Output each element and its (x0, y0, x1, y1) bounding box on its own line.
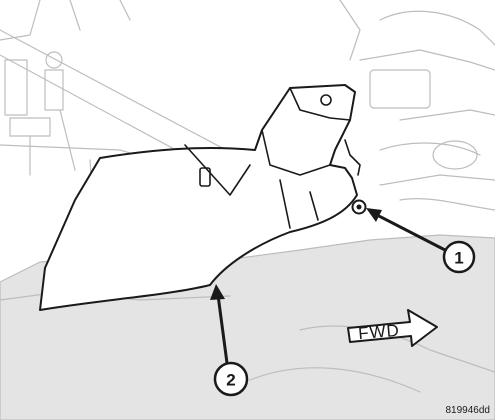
wire-run (29, 109, 76, 176)
sensor-cap (45, 51, 63, 69)
callout-2-leader (216, 294, 229, 364)
fwd-arrow: FWD (347, 309, 438, 347)
callout-2-label: 2 (226, 371, 235, 390)
duct-mount-hole (320, 94, 332, 106)
left-bracket (4, 59, 28, 116)
duct-top-lip (289, 87, 351, 121)
air-box-top (379, 10, 495, 46)
duct-inner-contour (261, 129, 331, 176)
air-duct-assembly (39, 84, 367, 311)
rail-supports (69, 0, 131, 31)
hose-lines (379, 109, 495, 156)
callout-1: 1 (366, 208, 476, 274)
callout-1-leader (372, 211, 446, 252)
mount-bracket (344, 139, 361, 176)
frame-rail-upper (0, 29, 261, 169)
fastener-screw-head (356, 204, 362, 210)
duct-rib (279, 179, 291, 229)
harness-line-2 (399, 198, 495, 211)
air-duct (39, 84, 358, 311)
callout-1-label: 1 (454, 249, 463, 268)
harness-line (379, 174, 495, 186)
air-box-edge (359, 49, 495, 71)
callout-1-arrowhead (366, 208, 382, 222)
callout-2-circle (213, 361, 249, 397)
figure-id: 819946dd (446, 405, 491, 416)
duct-seam (184, 144, 251, 196)
duct-rib-2 (309, 191, 319, 221)
callout-2: 2 (210, 284, 249, 397)
fwd-label: FWD (357, 321, 400, 344)
upper-left-strut (0, 0, 41, 41)
sensor-body (44, 69, 64, 111)
module-box (369, 69, 431, 109)
connector-block (9, 117, 51, 137)
callout-1-circle (442, 240, 476, 274)
lower-crease (249, 367, 421, 393)
hose-clamp (432, 140, 478, 170)
upper-bracket (339, 0, 361, 61)
callout-2-arrowhead (210, 284, 225, 300)
fwd-arrow-shape (347, 309, 438, 347)
